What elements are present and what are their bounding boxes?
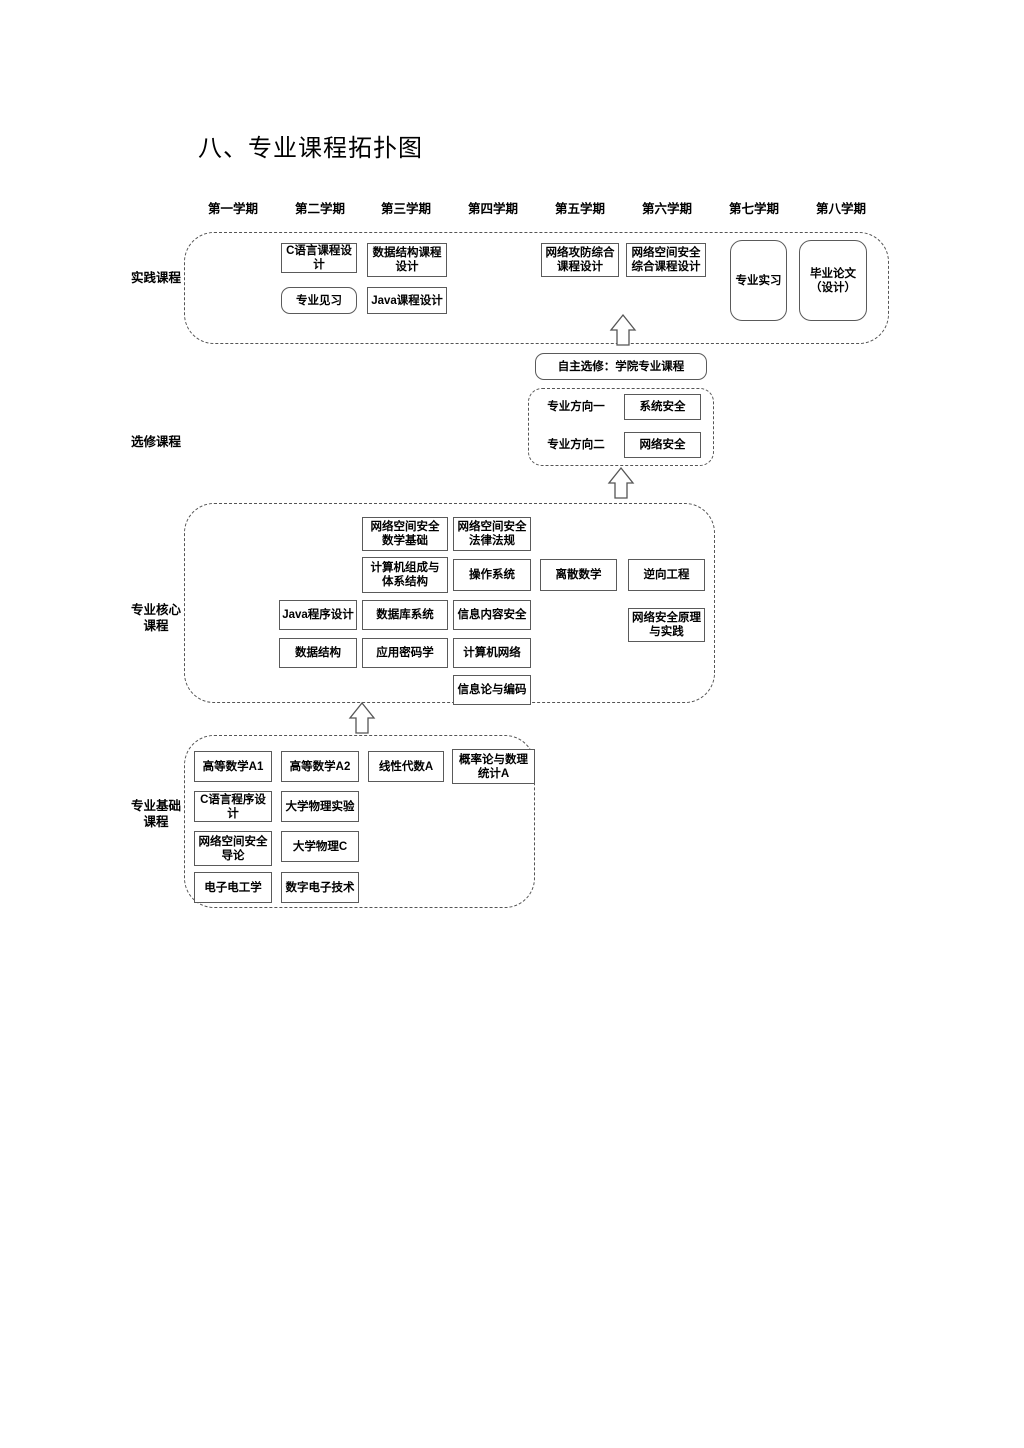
course-box-database-system[interactable]: 数据库系统	[362, 600, 448, 630]
row-label-foundation: 专业基础 课程	[108, 798, 204, 830]
row-label-core-line2: 课程	[143, 619, 169, 633]
course-box-c-language-programming[interactable]: C语言程序设计	[194, 791, 272, 822]
course-box-professional-practicum[interactable]: 专业实习	[730, 240, 787, 321]
course-box-system-security[interactable]: 系统安全	[624, 394, 701, 420]
course-box-information-content-security[interactable]: 信息内容安全	[453, 600, 531, 630]
course-box-cyberspace-security-law[interactable]: 网络空间安全法律法规	[453, 517, 531, 551]
row-label-core: 专业核心 课程	[108, 602, 204, 634]
semester-label-2: 第二学期	[294, 202, 345, 216]
semester-label-8: 第八学期	[815, 202, 866, 216]
course-box-cyberspace-security-math[interactable]: 网络空间安全数学基础	[362, 517, 448, 551]
course-box-graduation-thesis[interactable]: 毕业论文（设计）	[799, 240, 867, 321]
course-box-java-programming[interactable]: Java程序设计	[279, 600, 357, 630]
course-box-computer-network[interactable]: 计算机网络	[453, 638, 531, 668]
course-box-network-security-principles[interactable]: 网络安全原理与实践	[628, 608, 705, 642]
course-box-reverse-engineering[interactable]: 逆向工程	[628, 559, 705, 591]
elective-direction-one-label: 专业方向一	[547, 401, 605, 413]
course-box-c-language-design[interactable]: C语言课程设计	[281, 243, 357, 273]
course-box-university-physics-c[interactable]: 大学物理C	[281, 831, 359, 862]
course-box-self-select-college-courses[interactable]: 自主选修：学院专业课程	[535, 353, 707, 380]
course-box-computer-organization[interactable]: 计算机组成与体系结构	[362, 557, 448, 593]
row-label-foundation-line1: 专业基础	[130, 799, 181, 813]
course-box-operating-system[interactable]: 操作系统	[453, 559, 531, 591]
row-label-core-line1: 专业核心	[130, 603, 181, 617]
arrow-elective-to-practice-icon	[609, 313, 637, 347]
foundation-group-container	[184, 735, 535, 908]
arrow-foundation-to-core-icon	[348, 701, 376, 735]
course-box-network-security[interactable]: 网络安全	[624, 432, 701, 458]
course-box-electronic-electrical[interactable]: 电子电工学	[194, 872, 272, 903]
page-title: 八、专业课程拓扑图	[198, 135, 423, 162]
elective-directions-container	[528, 388, 714, 466]
course-box-network-attack-defense-design[interactable]: 网络攻防综合课程设计	[541, 243, 619, 277]
semester-label-6: 第六学期	[641, 202, 692, 216]
semester-label-5: 第五学期	[554, 202, 605, 216]
practice-group-container	[184, 232, 889, 344]
course-box-university-physics-lab[interactable]: 大学物理实验	[281, 791, 359, 822]
course-box-cyberspace-security-comprehensive-design[interactable]: 网络空间安全综合课程设计	[626, 243, 706, 277]
course-box-data-structure-design[interactable]: 数据结构课程设计	[367, 243, 447, 277]
course-box-data-structure[interactable]: 数据结构	[279, 638, 357, 668]
course-box-professional-internship-practice[interactable]: 专业见习	[281, 287, 357, 314]
semester-label-7: 第七学期	[728, 202, 779, 216]
row-label-elective: 选修课程	[130, 435, 181, 449]
semester-label-4: 第四学期	[467, 202, 518, 216]
course-box-applied-cryptography[interactable]: 应用密码学	[362, 638, 448, 668]
elective-direction-two-label: 专业方向二	[547, 439, 605, 451]
semester-label-1: 第一学期	[207, 202, 258, 216]
course-box-digital-electronics[interactable]: 数字电子技术	[281, 872, 359, 903]
course-box-advanced-math-a1[interactable]: 高等数学A1	[194, 751, 272, 782]
core-group-container	[184, 503, 715, 703]
course-box-discrete-math[interactable]: 离散数学	[540, 559, 617, 591]
row-label-practice: 实践课程	[130, 271, 181, 285]
course-box-linear-algebra-a[interactable]: 线性代数A	[368, 751, 444, 782]
course-box-probability-statistics-a[interactable]: 概率论与数理统计A	[452, 749, 535, 784]
row-label-foundation-line2: 课程	[143, 815, 169, 829]
semester-label-3: 第三学期	[380, 202, 431, 216]
course-box-advanced-math-a2[interactable]: 高等数学A2	[281, 751, 359, 782]
course-box-java-design[interactable]: Java课程设计	[367, 287, 447, 314]
course-box-cyberspace-security-intro[interactable]: 网络空间安全导论	[194, 831, 272, 866]
arrow-core-to-elective-icon	[607, 466, 635, 500]
course-box-information-theory-coding[interactable]: 信息论与编码	[453, 675, 531, 705]
